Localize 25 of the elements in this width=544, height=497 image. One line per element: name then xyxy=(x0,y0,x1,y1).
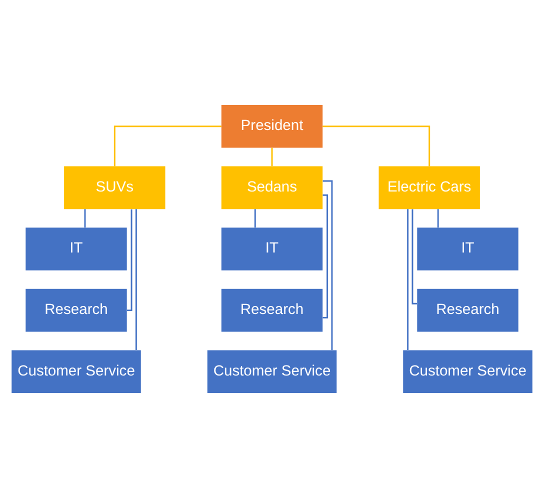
node-box: Research xyxy=(221,288,323,332)
node-box: Customer Service xyxy=(207,350,337,393)
node-box: Research xyxy=(26,288,127,332)
connector xyxy=(135,208,137,350)
connector xyxy=(254,208,256,227)
connector xyxy=(437,208,439,227)
connector xyxy=(322,180,333,350)
connector xyxy=(127,208,132,311)
node-box: Customer Service xyxy=(12,350,141,393)
node-box: IT xyxy=(26,227,127,270)
node-box: President xyxy=(221,104,323,148)
node-box: SUVs xyxy=(64,166,166,209)
connector xyxy=(114,125,222,166)
node-box: Customer Service xyxy=(403,350,532,393)
node-box: Electric Cars xyxy=(378,166,480,209)
connector xyxy=(412,208,417,304)
node-box: IT xyxy=(417,227,518,270)
node-box: IT xyxy=(221,227,323,270)
connector xyxy=(84,208,86,227)
node-box: Research xyxy=(417,288,518,332)
connector xyxy=(322,125,430,166)
node-box: Sedans xyxy=(221,166,323,209)
connector xyxy=(322,194,328,318)
connector xyxy=(407,208,409,350)
connector xyxy=(271,147,273,166)
